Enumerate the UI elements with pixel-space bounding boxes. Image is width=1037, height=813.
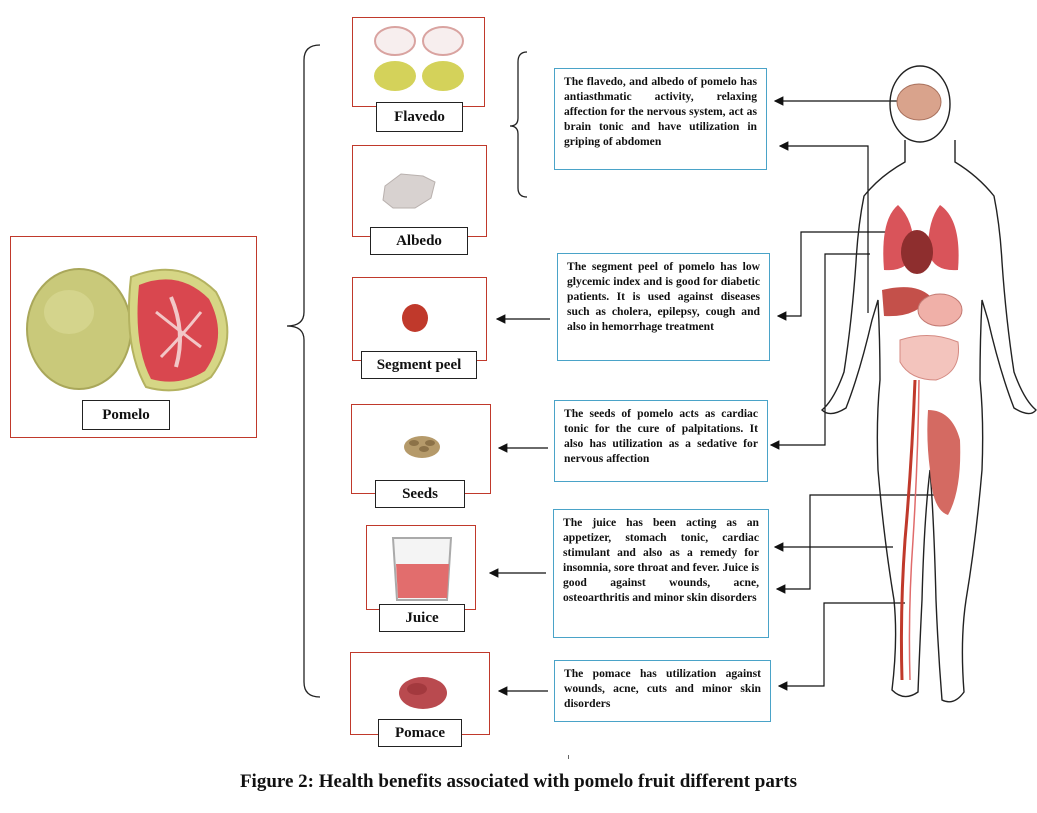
juice-image [391,537,453,601]
flavedo-label: Flavedo [376,102,463,132]
arrow-abdomen [778,141,869,313]
flavedo-albedo-description: The flavedo, and albedo of pomelo has an… [554,68,767,170]
flavedo-box [352,17,485,107]
stray-mark [568,755,569,759]
segment-peel-description: The segment peel of pomelo has low glyce… [557,253,770,361]
albedo-box [352,145,487,237]
seeds-label: Seeds [375,480,465,508]
pomace-description: The pomace has utilization against wound… [554,660,771,722]
seeds-description: The seeds of pomelo acts as cardiac toni… [554,400,768,482]
arrow-skin [777,602,905,691]
pomace-image [399,677,447,709]
segment-peel-image [402,304,428,332]
albedo-label: Albedo [370,227,468,255]
pomace-label: Pomace [378,719,462,747]
pomelo-label: Pomelo [82,400,170,430]
pomelo-image [26,268,229,392]
organs [882,83,963,681]
juice-box [366,525,476,610]
pomelo-box [10,236,257,438]
flavedo-image [374,26,464,91]
flavedo-albedo-bracket [509,51,528,198]
juice-label: Juice [379,604,465,632]
seeds-box [351,404,491,494]
human-body [820,65,1037,703]
seeds-image [404,436,440,458]
segment-peel-label: Segment peel [361,351,477,379]
main-bracket [286,44,321,698]
arrow-lungs [776,231,900,321]
juice-description: The juice has been acting as an appetize… [553,509,769,638]
figure-caption: Figure 2: Health benefits associated wit… [239,771,798,792]
arrow-heart [769,253,870,450]
albedo-image [382,173,436,209]
segment-peel-box [352,277,487,361]
